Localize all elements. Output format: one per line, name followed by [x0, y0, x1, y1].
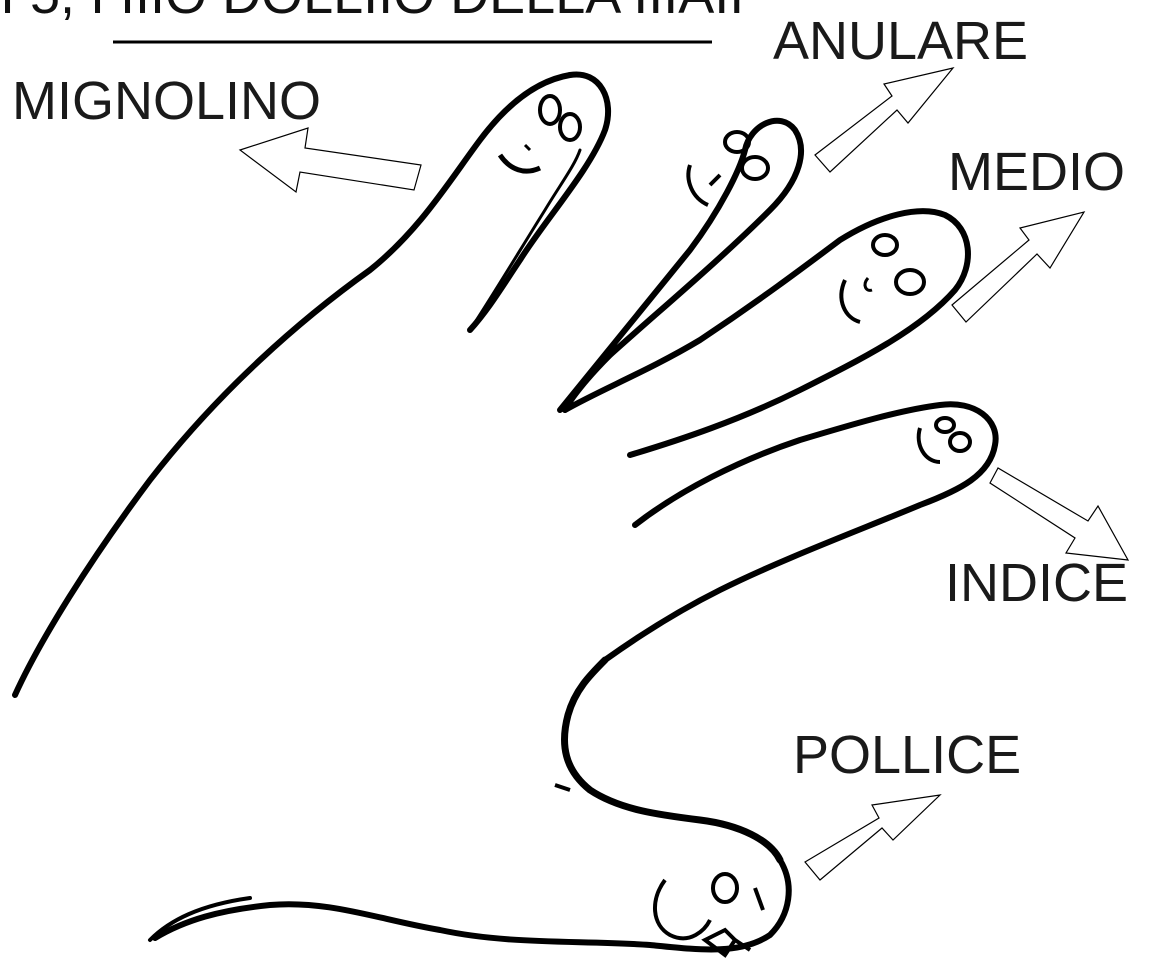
label-indice: INDICE [945, 556, 1128, 610]
thumb-web-mark [555, 785, 570, 790]
arrow-pollice [805, 795, 940, 880]
arrow-indice [990, 468, 1128, 560]
arrow-mignolino [240, 128, 421, 192]
label-pollice: POLLICE [793, 728, 1021, 782]
middle-face [841, 235, 924, 322]
label-mignolino: MIGNOLINO [12, 74, 321, 128]
page-title: I 5, I IIIO DOLLIIO DELLA IIIAII [0, 0, 744, 26]
label-anulare: ANULARE [773, 14, 1028, 68]
hand-outline [15, 74, 996, 949]
label-medio: MEDIO [948, 145, 1125, 199]
arrow-anulare [815, 68, 953, 172]
index-face [919, 418, 970, 462]
arrow-medio [952, 212, 1084, 322]
